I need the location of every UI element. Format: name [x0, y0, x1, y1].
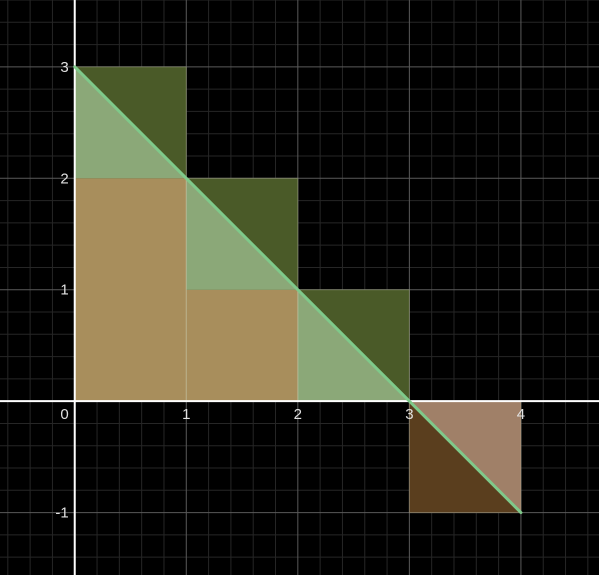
x-tick-label: 3: [405, 406, 413, 423]
y-tick-label: 2: [60, 170, 68, 187]
x-tick-label: 4: [517, 406, 525, 423]
y-tick-label: 1: [60, 282, 68, 299]
tick-labels: 0 1 2 3 4 3 2 1 -1: [55, 59, 525, 522]
y-tick-label: -1: [55, 505, 68, 522]
function-line: [73, 65, 523, 515]
lower-sum-rectangle: [74, 178, 187, 402]
x-tick-label: 1: [182, 406, 190, 423]
y-tick-label: 3: [60, 59, 68, 76]
lower-sum-rectangle: [186, 289, 298, 402]
x-tick-label: 0: [60, 406, 68, 423]
function-line-group: [73, 65, 523, 515]
x-tick-label: 2: [294, 406, 302, 423]
